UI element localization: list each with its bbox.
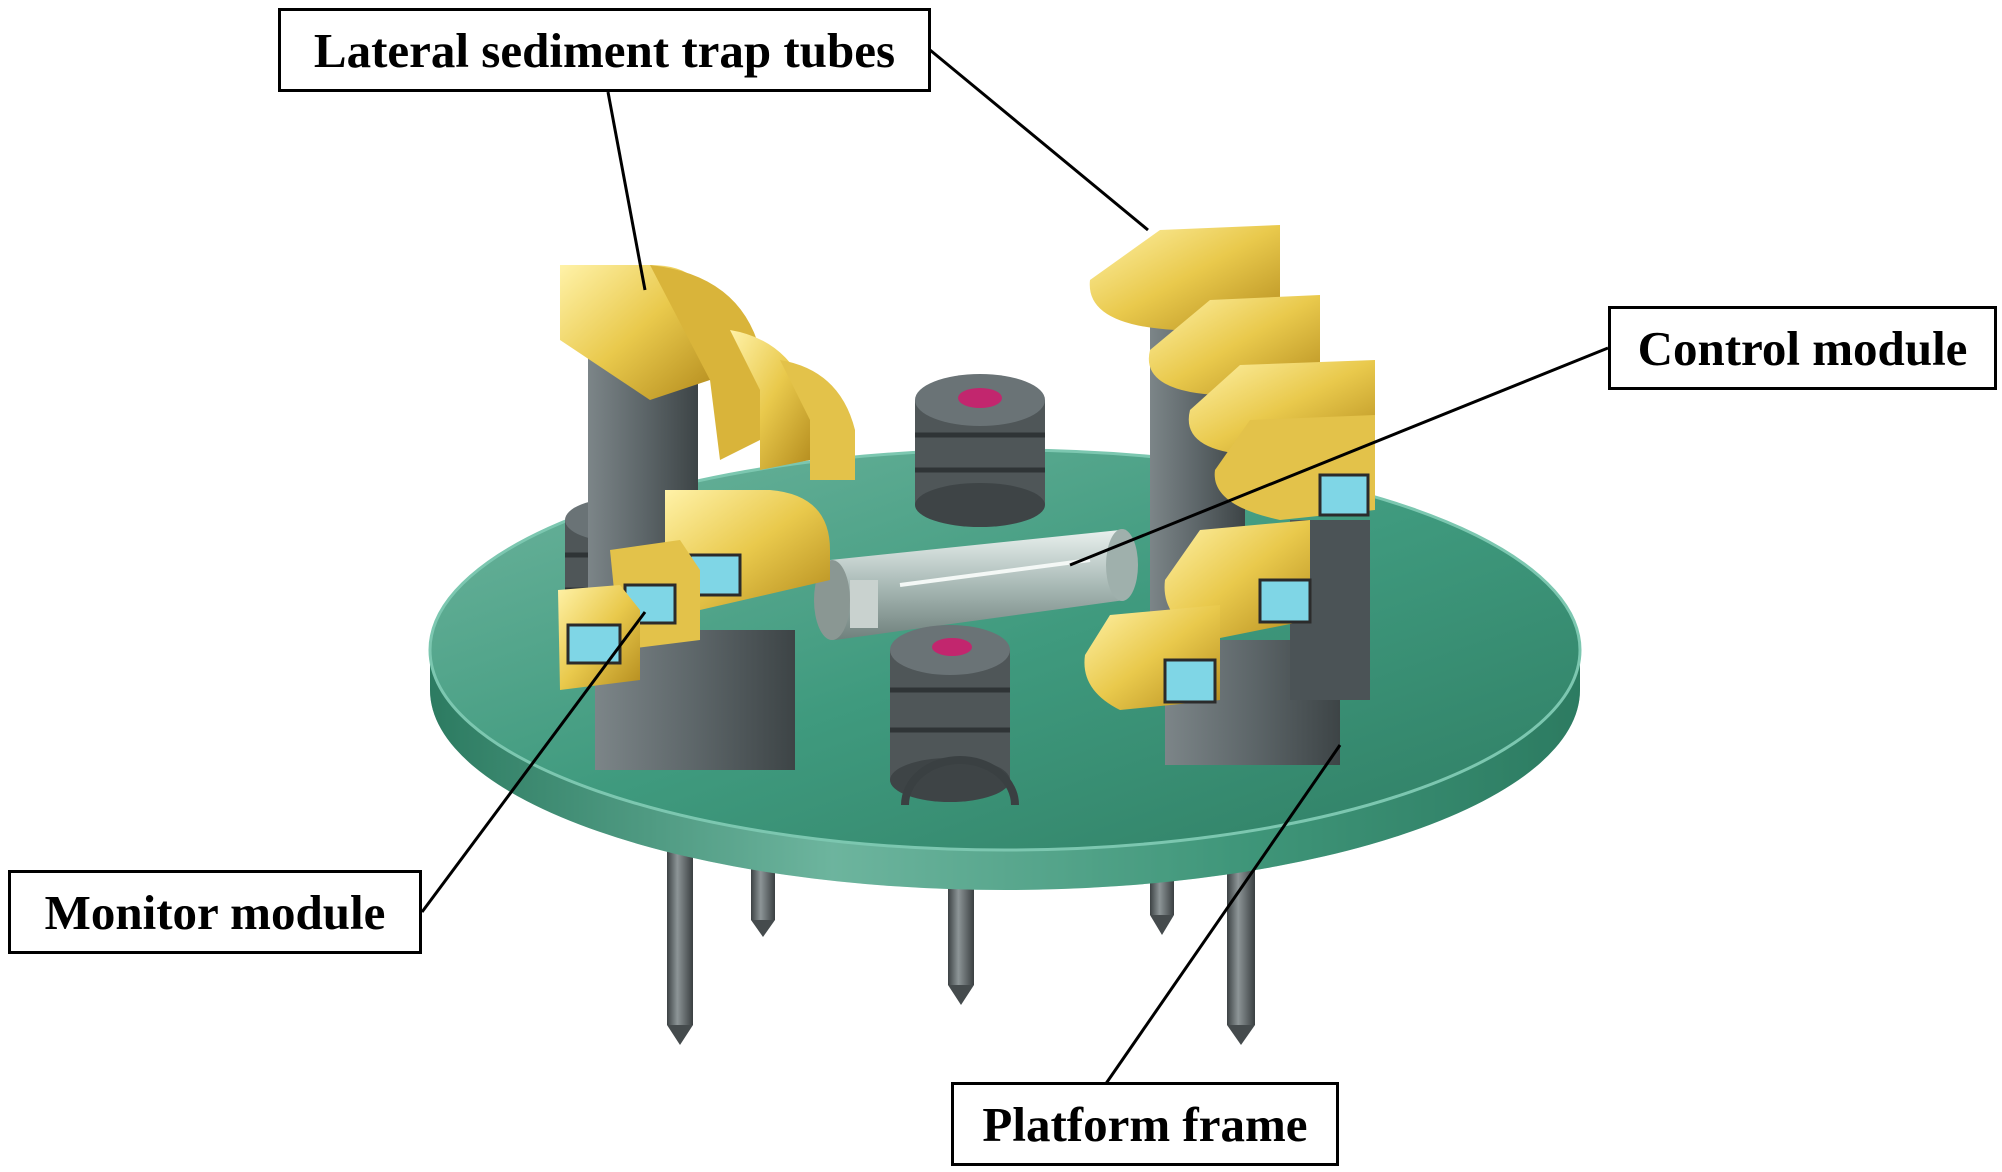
monitor-cog-back — [915, 374, 1045, 527]
trap-tubes-left — [558, 265, 855, 770]
label-text: Lateral sediment trap tubes — [313, 22, 896, 78]
label-text: Platform frame — [982, 1096, 1308, 1152]
label-monitor-module: Monitor module — [8, 870, 422, 954]
leader-line-platform — [1103, 744, 1342, 1086]
trap-tubes-right — [1084, 225, 1375, 765]
leader-line-lateral-left — [606, 91, 647, 291]
leader-line-monitor — [420, 611, 647, 913]
label-platform-frame: Platform frame — [951, 1082, 1339, 1166]
label-text: Control module — [1637, 320, 1968, 376]
leader-line-control — [1069, 346, 1609, 567]
leader-lines — [420, 48, 1609, 1086]
monitor-cog-front — [890, 625, 1010, 802]
label-control-module: Control module — [1608, 306, 1997, 390]
label-text: Monitor module — [44, 884, 386, 940]
leader-line-lateral-right — [929, 48, 1149, 232]
lifting-ring — [901, 756, 1019, 806]
label-lateral-sediment-trap-tubes: Lateral sediment trap tubes — [278, 8, 931, 92]
